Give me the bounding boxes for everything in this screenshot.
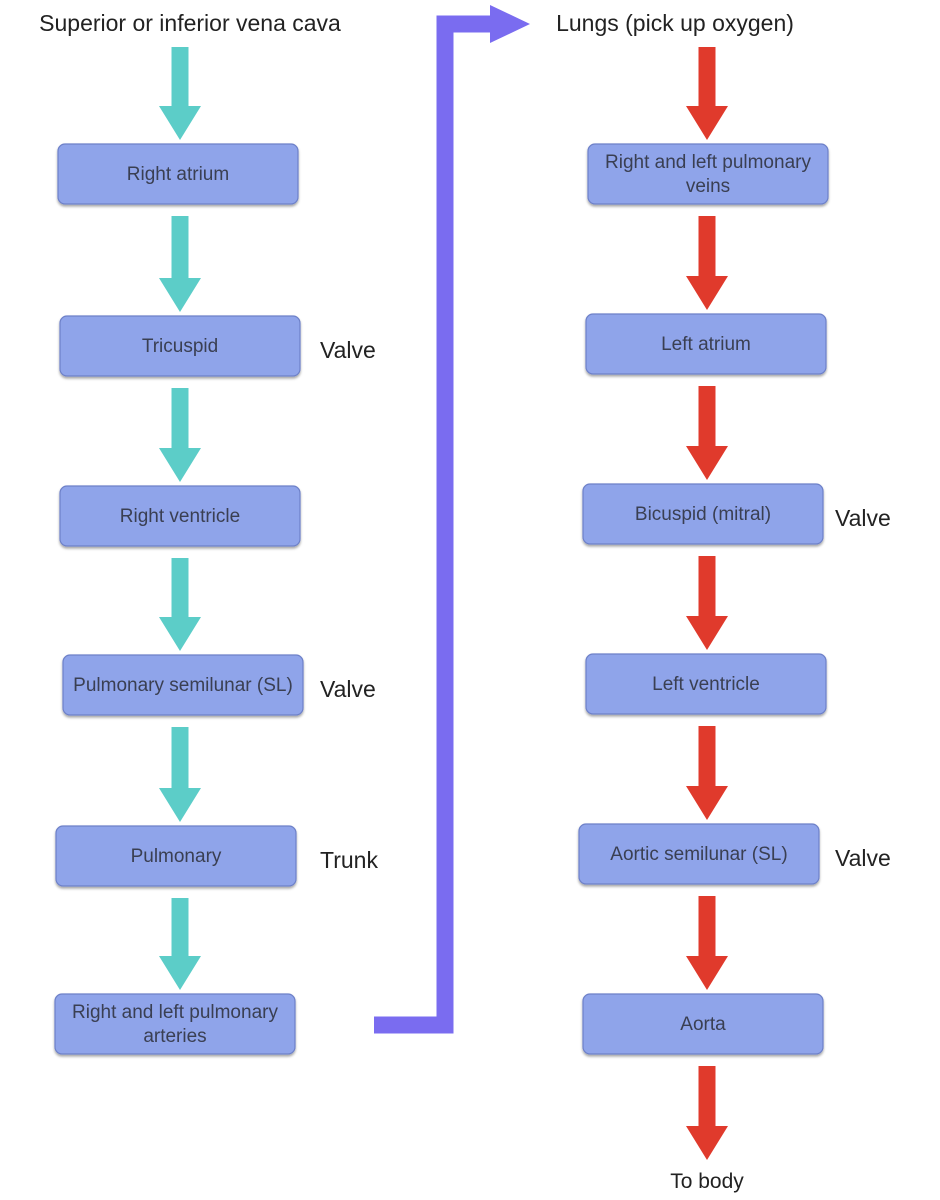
step-label: Left ventricle xyxy=(652,674,760,695)
left-step-box: Pulmonary semilunar (SL) xyxy=(62,654,304,716)
step-label: Bicuspid (mitral) xyxy=(635,504,771,525)
step-box-shape xyxy=(59,315,301,377)
right-step-box: Aortic semilunar (SL) xyxy=(578,823,820,885)
step-box-shape xyxy=(585,653,827,715)
step-box-shape xyxy=(578,823,820,885)
right-step-box: Left ventricle xyxy=(585,653,827,715)
step-box-shape xyxy=(587,143,829,205)
left-step-note: Trunk xyxy=(320,847,378,873)
step-box-shape xyxy=(62,654,304,716)
step-label: Tricuspid xyxy=(142,336,218,357)
left-flow-arrow xyxy=(159,727,201,822)
step-label: Right atrium xyxy=(127,164,229,185)
right-flow-arrow xyxy=(686,386,728,480)
step-label: Right ventricle xyxy=(120,506,240,527)
left-flow-arrow xyxy=(159,388,201,482)
right-flow-arrow xyxy=(686,726,728,820)
right-flow-arrow xyxy=(686,556,728,650)
step-box-shape xyxy=(57,143,299,205)
right-step-box: Left atrium xyxy=(585,313,827,375)
right-step-note: Valve xyxy=(835,505,891,531)
step-box-shape xyxy=(582,483,824,545)
pulmonary-circuit-connector-arrow xyxy=(374,5,530,1034)
step-box-shape xyxy=(585,313,827,375)
left-flow-arrow xyxy=(159,558,201,651)
right-step-box: Bicuspid (mitral) xyxy=(582,483,824,545)
right-flow-arrow xyxy=(686,47,728,140)
left-flow-arrow xyxy=(159,898,201,990)
left-flow-arrow xyxy=(159,216,201,312)
step-label: Aortic semilunar (SL) xyxy=(610,844,787,865)
right-step-box: Aorta xyxy=(582,993,824,1055)
left-step-note: Valve xyxy=(320,337,376,363)
step-box-shape xyxy=(55,825,297,887)
step-box-shape xyxy=(59,485,301,547)
left-step-box: Right ventricle xyxy=(59,485,301,547)
left-step-note: Valve xyxy=(320,676,376,702)
right-step-note: Valve xyxy=(835,845,891,871)
step-box-shape xyxy=(582,993,824,1055)
left-flow-arrow xyxy=(159,47,201,140)
right-flow-arrow xyxy=(686,896,728,990)
left-step-box: Pulmonary xyxy=(55,825,297,887)
right-column-heading: Lungs (pick up oxygen) xyxy=(556,10,794,36)
step-label: Left atrium xyxy=(661,334,751,355)
step-label: Pulmonary semilunar (SL) xyxy=(73,675,293,696)
left-column-heading: Superior or inferior vena cava xyxy=(39,10,341,36)
right-flow-arrow xyxy=(686,216,728,310)
step-box-shape xyxy=(54,993,296,1055)
left-step-box: Tricuspid xyxy=(59,315,301,377)
step-label: Aorta xyxy=(680,1014,726,1035)
to-body-label: To body xyxy=(670,1170,744,1193)
left-step-box: Right atrium xyxy=(57,143,299,205)
step-label: Pulmonary xyxy=(131,846,222,867)
right-flow-arrow xyxy=(686,1066,728,1160)
